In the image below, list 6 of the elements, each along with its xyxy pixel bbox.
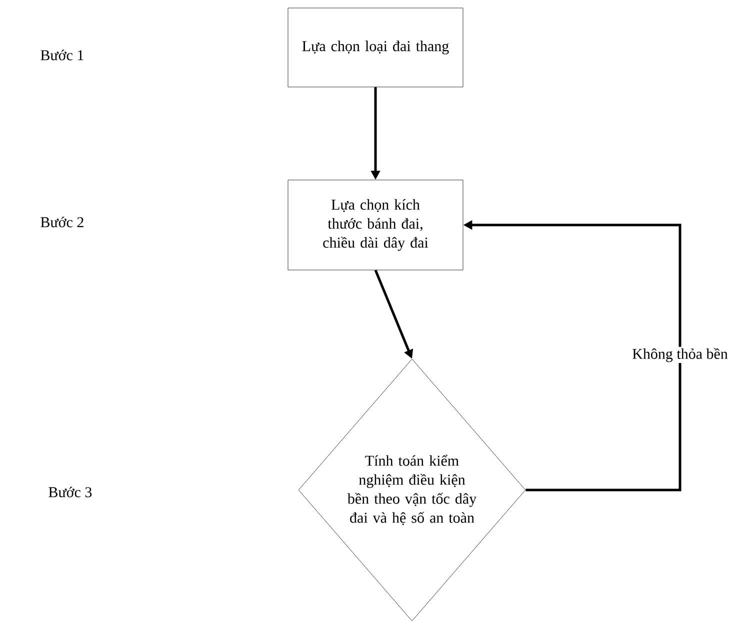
step-label: Bước 2 xyxy=(40,216,84,228)
edge-label: Không thỏa bền xyxy=(631,346,729,364)
process-box: Lựa chọn loại đai thang xyxy=(288,8,464,88)
step-label: Bước 3 xyxy=(48,486,92,498)
step-label: Bước 1 xyxy=(40,50,84,60)
process-box: Lựa chọn kích thước bánh đai, chiều dài dây đai xyxy=(288,180,464,270)
